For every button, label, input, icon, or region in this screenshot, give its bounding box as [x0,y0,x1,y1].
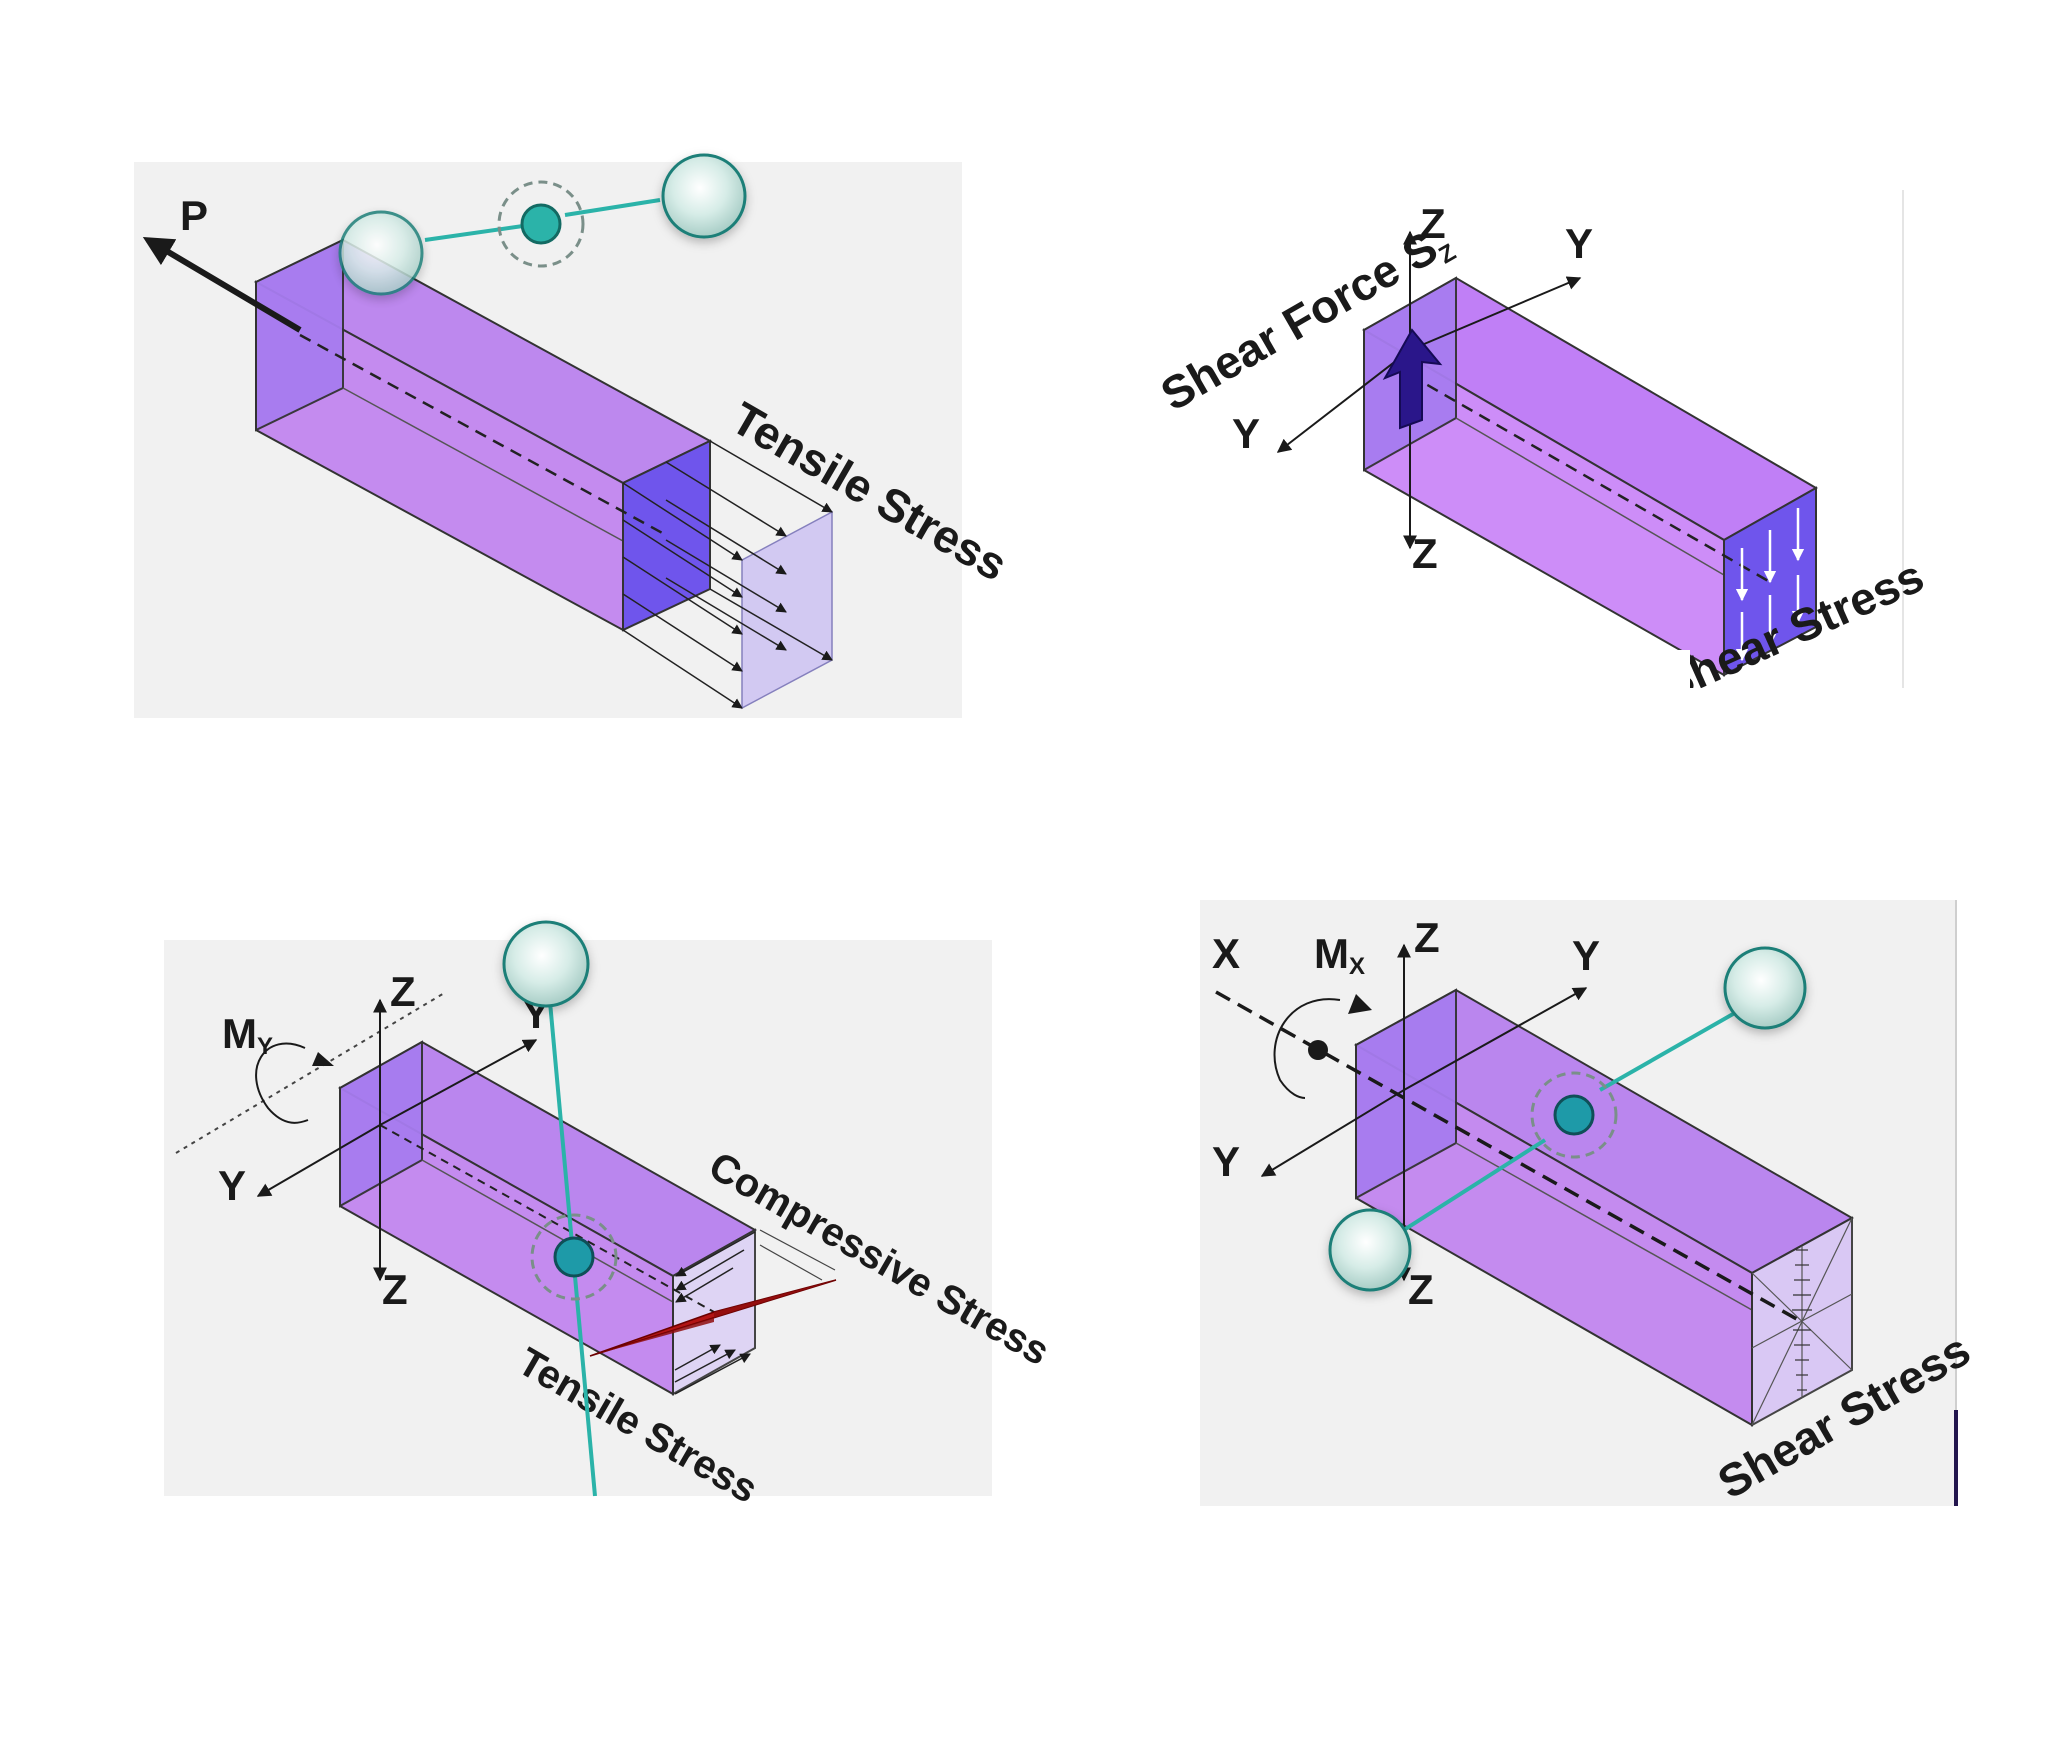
axis-z-top-label: Z [390,968,416,1015]
axial-force-arrow [142,236,302,333]
torsion-shear-hatch [1792,1249,1812,1391]
axis-z-bottom-label: Z [382,1266,408,1313]
panel-axial: P Tensile Stress [134,153,1016,718]
axis-y-right [379,1039,538,1126]
moment-my-label: MY [222,1010,273,1060]
axis-y-left [1260,1089,1405,1177]
drag-handle-center-ring [1530,1071,1618,1159]
beam-torsion [1353,988,1855,1427]
axis-z-top-label: Z [1414,914,1440,961]
shear-stress-arrows [1735,508,1805,662]
beam-centroid-axis [299,333,667,537]
beam-axial [253,238,713,632]
axis-y-left-label: Y [218,1162,246,1209]
shear-force-arrow [1382,328,1443,430]
beam-centroid-axis [379,1124,715,1313]
axis-y-left-label: Y [1232,410,1260,457]
axis-y-left [1276,349,1411,453]
axis-z-top-label: Z [1420,200,1446,247]
panel-shear: Z Z Y Y Shear Force SZ Shear Stress [1110,190,1931,728]
axis-y-right-label: Y [1565,220,1593,267]
moment-mx-arrow [1273,998,1341,1099]
axis-x-label: X [1212,930,1240,977]
moment-mx-label: MX [1314,930,1365,980]
moment-my-arrow [255,1042,309,1124]
beam-centroid-axis [1409,373,1771,584]
drag-handle-top[interactable] [502,920,590,1008]
drag-handle-center[interactable] [520,203,562,245]
bending-stress-arrows [674,1229,836,1395]
drag-handle-center[interactable] [1553,1094,1595,1136]
axis-y-left [256,1124,381,1197]
panel-torsion: X MX Z Z Y Y Shear Stress [1200,900,1979,1509]
axial-force-label: P [180,192,208,239]
drag-handle-right[interactable] [661,153,747,239]
drag-handle-center[interactable] [553,1236,595,1278]
drag-handle-top-right[interactable] [1723,946,1807,1030]
tensile-stress-arrows [622,440,833,709]
compressive-stress-plane [590,1280,836,1356]
axis-y-right [1409,276,1582,351]
axis-x-origin-dot [1308,1040,1328,1060]
panel-bending: MY Z Z Y Y Compress [164,920,1057,1512]
drag-handle-bottom-left[interactable] [1328,1208,1412,1292]
axis-y-right-label: Y [1572,932,1600,979]
drag-handle-center-ring [497,180,585,268]
drag-handle-left[interactable] [338,210,424,296]
moment-axis [175,991,447,1154]
drag-handle-center-ring [530,1213,618,1301]
axis-y-right [1403,987,1588,1091]
axis-z-bottom-label: Z [1412,530,1438,577]
axis-y-left-label: Y [1212,1138,1240,1185]
axis-z-bottom-label: Z [1408,1266,1434,1313]
